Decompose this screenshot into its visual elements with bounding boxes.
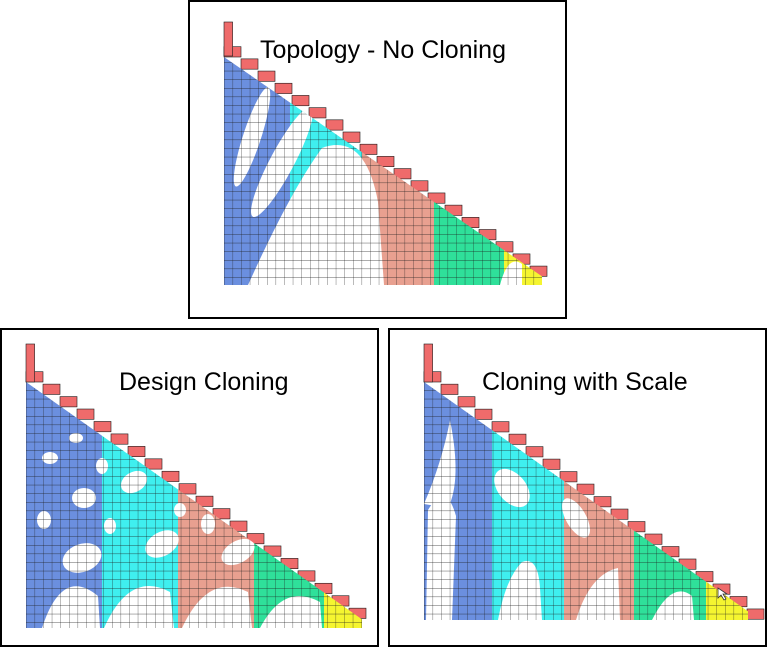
boundary-cell (525, 446, 544, 458)
boundary-cell (257, 70, 276, 82)
boundary-cell (240, 58, 259, 70)
cloning-with-scale-mesh (423, 343, 765, 620)
boundary-cell (610, 508, 629, 520)
boundary-cell (576, 483, 595, 495)
panel-title: Design Cloning (119, 368, 289, 396)
material-regions (26, 382, 362, 628)
boundary-cell (59, 396, 78, 408)
boundary-cell (508, 433, 527, 445)
boundary-cell (291, 95, 310, 107)
boundary-cell (342, 131, 361, 143)
boundary-cell (457, 396, 476, 408)
design-cloning-mesh (25, 343, 367, 628)
boundary-cell (359, 143, 378, 155)
boundary-cell (559, 471, 578, 483)
boundary-cell (308, 107, 327, 119)
topology-no-cloning-panel: Topology - No Cloning (188, 0, 567, 319)
boundary-cell (110, 433, 129, 445)
design-cloning-panel: Design Cloning (0, 328, 379, 647)
material-regions (424, 382, 748, 620)
boundary-cell (410, 180, 429, 192)
boundary-cell (325, 119, 344, 131)
boundary-cell (161, 470, 180, 482)
boundary-cell (223, 21, 233, 57)
boundary-cell (127, 446, 146, 457)
boundary-cell (25, 343, 35, 383)
boundary-cell (42, 383, 61, 395)
boundary-cell (274, 82, 293, 94)
boundary-cell (474, 408, 493, 420)
boundary-cell (593, 496, 612, 508)
boundary-cell (393, 168, 412, 180)
mesh-grid (224, 57, 542, 285)
boundary-cell (376, 156, 395, 167)
boundary-cell (76, 408, 95, 420)
cloning-with-scale-panel: Cloning with Scale (388, 328, 767, 647)
panel-title: Topology - No Cloning (260, 36, 506, 64)
panel-title: Cloning with Scale (482, 368, 688, 396)
boundary-cell (423, 343, 433, 383)
boundary-cell (440, 383, 459, 395)
boundary-cell (212, 508, 231, 520)
boundary-cell (195, 495, 214, 507)
boundary-cell (93, 421, 112, 433)
mesh-grid (424, 382, 748, 620)
material-regions (224, 57, 542, 285)
boundary-cell (144, 458, 163, 470)
boundary-cell (491, 421, 510, 433)
boundary-cell (542, 458, 561, 470)
mesh-grid (26, 382, 362, 628)
boundary-cell (178, 483, 197, 495)
cursor-arrow-icon (717, 587, 729, 601)
boundary-staircase (223, 46, 548, 277)
boundary-cell (746, 608, 765, 620)
topology-mesh (223, 21, 548, 285)
